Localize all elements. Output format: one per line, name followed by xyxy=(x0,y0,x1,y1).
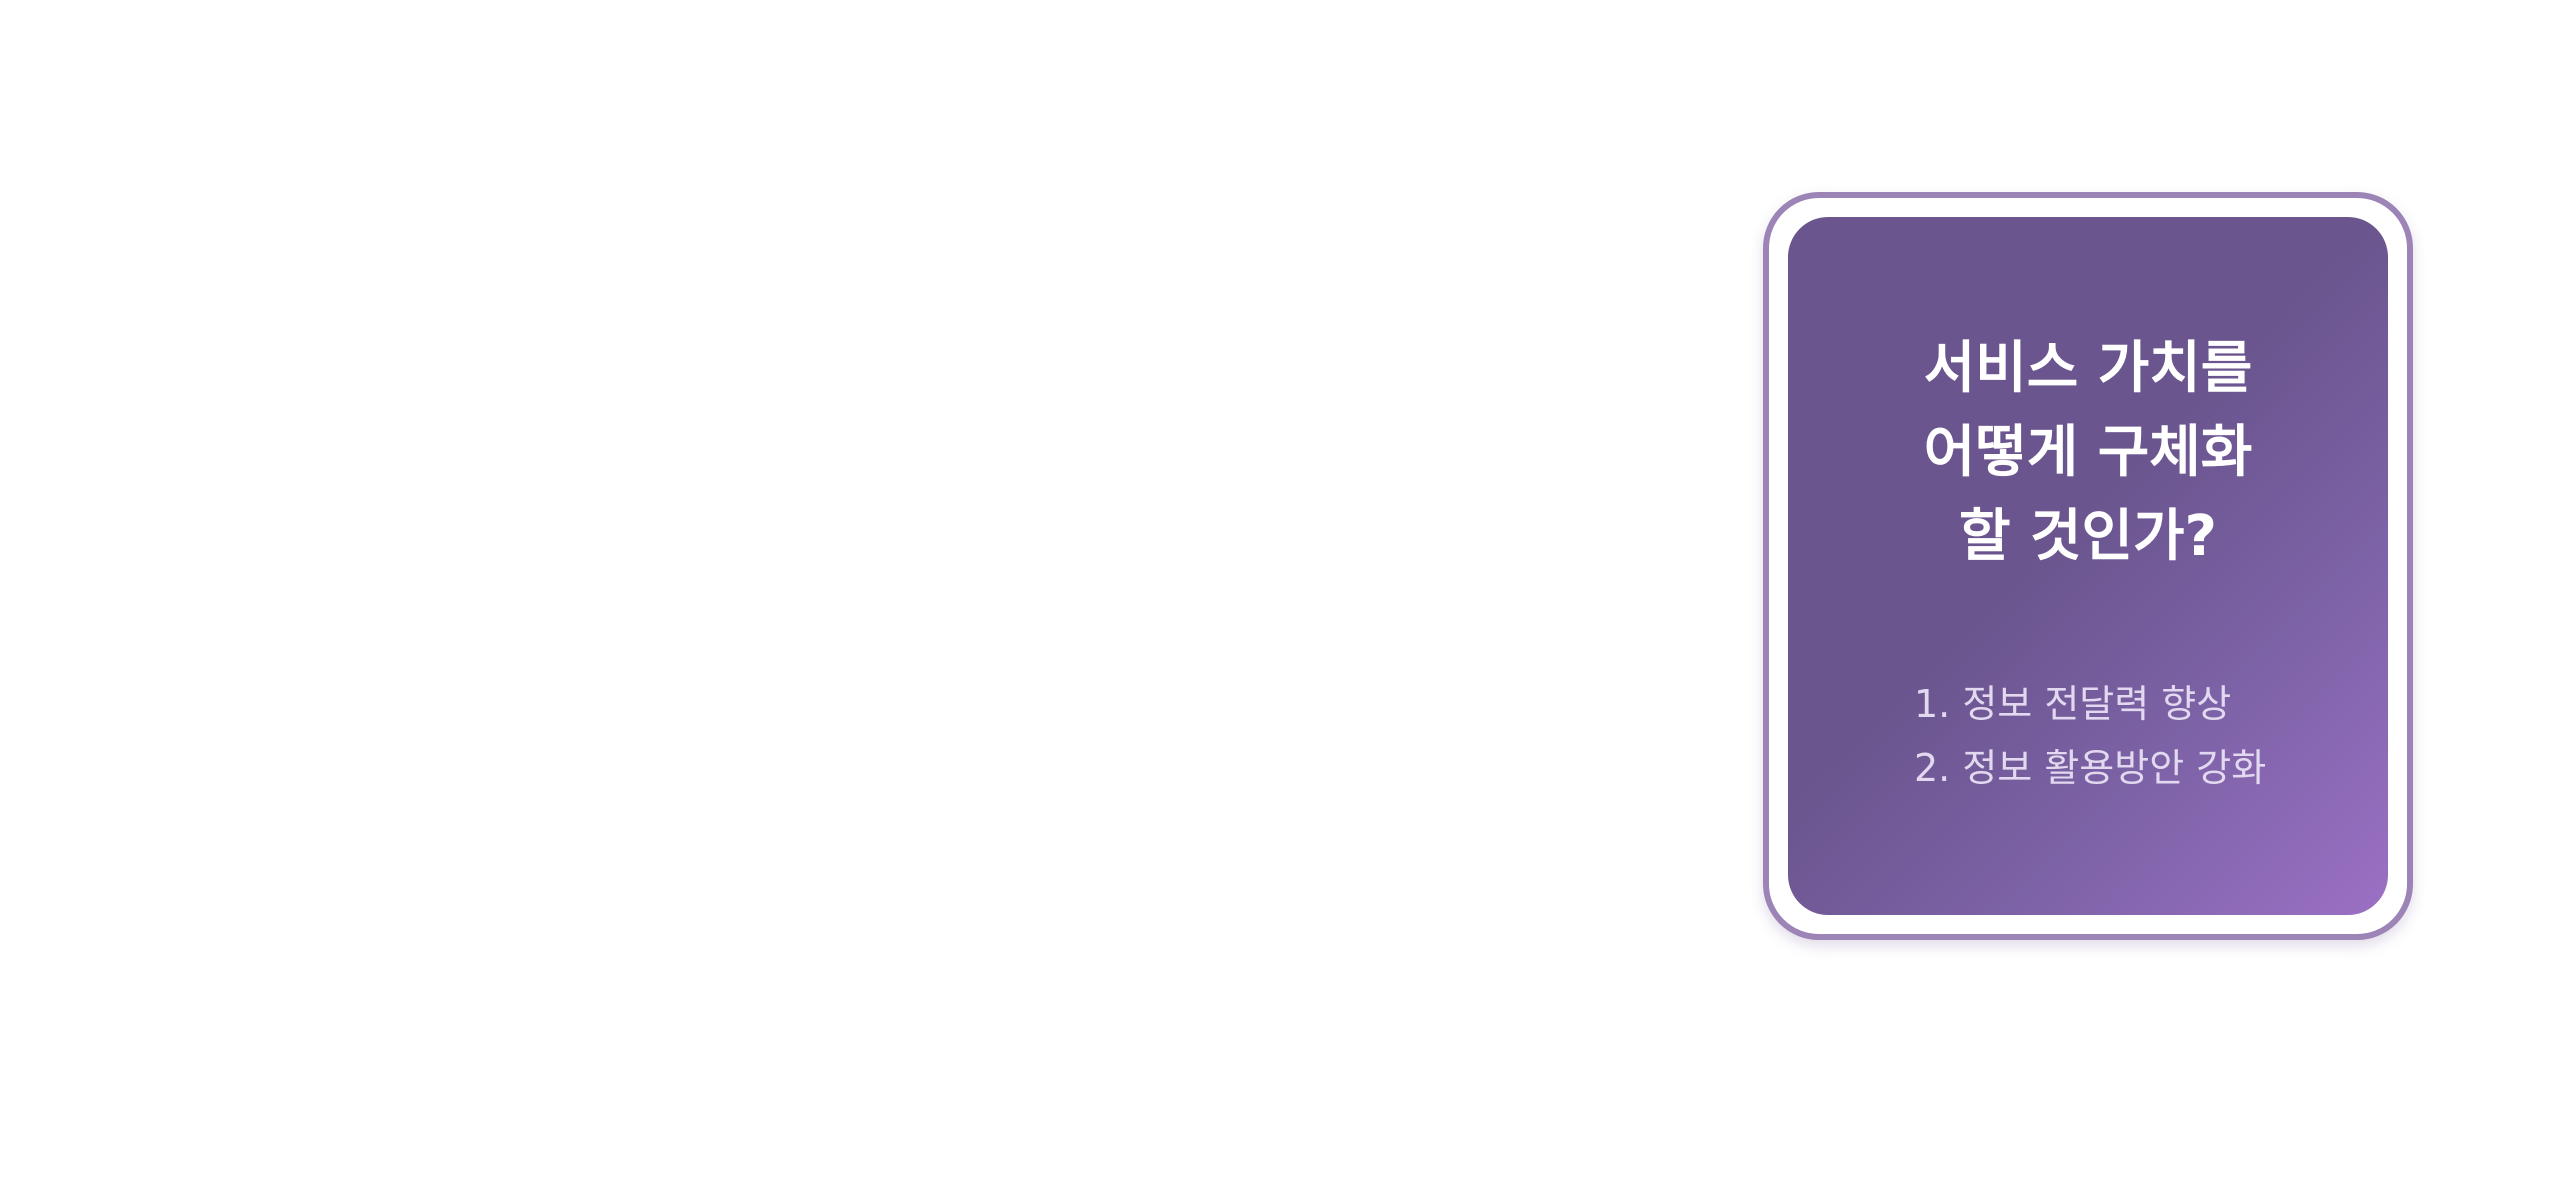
card-title: 서비스 가치를 어떻게 구체화 할 것인가? xyxy=(1788,327,2388,579)
question-card-panel: 서비스 가치를 어떻게 구체화 할 것인가? 1. 정보 전달력 향상 2. 정… xyxy=(1788,217,2388,915)
card-title-line: 어떻게 구체화 xyxy=(1923,420,2253,485)
question-card: 서비스 가치를 어떻게 구체화 할 것인가? 1. 정보 전달력 향상 2. 정… xyxy=(1763,192,2413,940)
card-item-list: 1. 정보 전달력 향상 2. 정보 활용방안 강화 xyxy=(1914,672,2266,800)
card-title-line: 서비스 가치를 xyxy=(1923,336,2253,401)
list-item: 2. 정보 활용방안 강화 xyxy=(1914,746,2267,790)
card-title-line: 할 것인가? xyxy=(1958,504,2218,569)
list-item: 1. 정보 전달력 향상 xyxy=(1914,682,2232,726)
